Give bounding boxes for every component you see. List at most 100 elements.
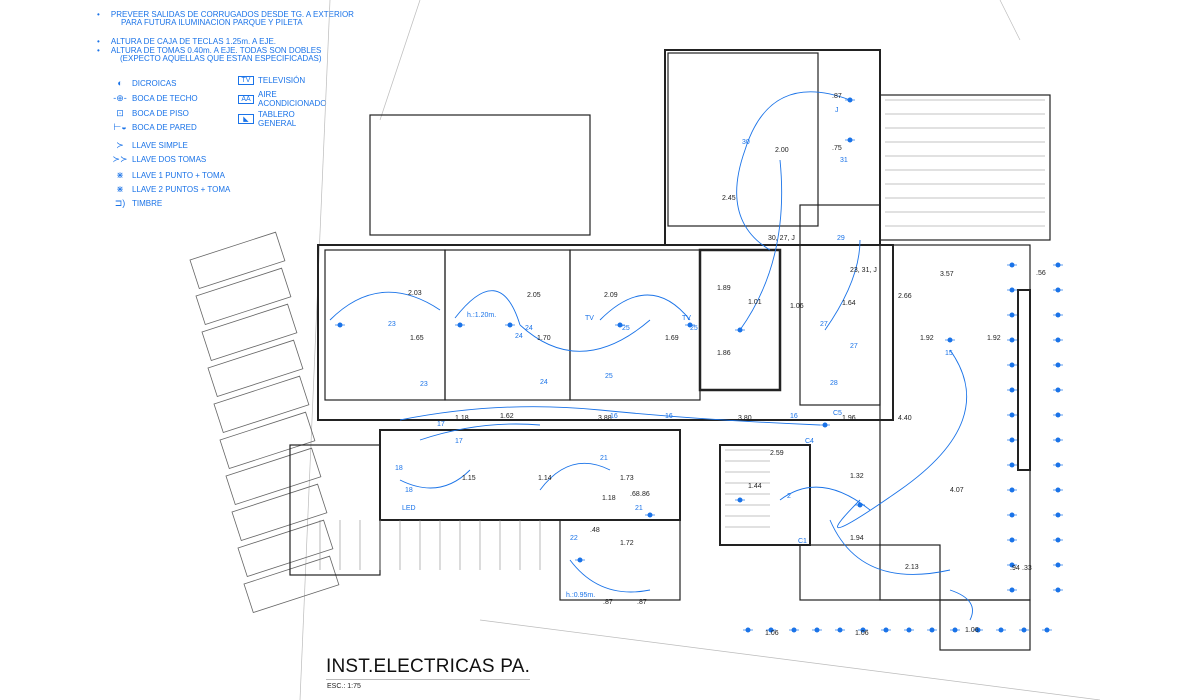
circuit-label: 25 <box>622 325 630 332</box>
dimension-label: 1.06 <box>855 630 869 637</box>
dimension-label: .87 <box>637 599 647 606</box>
dimension-label: 4.40 <box>898 415 912 422</box>
dimension-label: .87 <box>603 599 613 606</box>
circuit-label: 24 <box>540 379 548 386</box>
legend-item: ◣TABLERO GENERAL <box>238 110 328 128</box>
dimension-label: 1.18 <box>455 415 469 422</box>
dimension-label: 1.92 <box>987 335 1001 342</box>
circuit-label: 27 <box>820 321 828 328</box>
legend-label: LLAVE 2 PUNTOS + TOMA <box>132 185 231 194</box>
dimension-label: 1.86 <box>717 350 731 357</box>
legend-label: TELEVISIÓN <box>258 76 306 85</box>
circuit-label: 16 <box>665 413 673 420</box>
dimension-label: 3.80 <box>738 415 752 422</box>
switch-2-points-socket-icon: ⋇ <box>116 184 124 194</box>
dimension-label: 2.45 <box>722 195 736 202</box>
dimension-label: .94 <box>1010 565 1020 572</box>
circuit-label: 16 <box>790 413 798 420</box>
legend-label: BOCA DE PARED <box>132 123 197 132</box>
drawing-scale: ESC.: 1:75 <box>327 683 361 690</box>
circuit-label: 21 <box>600 455 608 462</box>
ceiling-outlets <box>335 97 1063 633</box>
circuit-label: 23 <box>388 321 396 328</box>
parking-bay <box>207 339 304 398</box>
switch-1-point-socket-icon: ⋇ <box>116 170 124 180</box>
dimension-label: 1.06 <box>765 630 779 637</box>
legend-label: AIRE ACONDICIONADO <box>258 90 327 108</box>
legend-item: ≻LLAVE SIMPLE <box>112 140 188 151</box>
dimension-label: 1.18 <box>602 495 616 502</box>
wall-outlet-icon: ⊢◒ <box>113 122 127 132</box>
ceiling-outlet-icon: -⊕- <box>113 93 127 103</box>
legend-item: ⊡ BOCA DE PISO <box>112 108 189 119</box>
dimension-label: 1.32 <box>850 473 864 480</box>
dichroic-icon: ◐ <box>117 78 123 88</box>
dimension-label: 2.05 <box>527 292 541 299</box>
dimension-label: .48 <box>590 527 600 534</box>
parking-bay <box>225 447 322 506</box>
parking-bay <box>231 483 328 542</box>
dimension-label: 1.72 <box>620 540 634 547</box>
circuit-label: 17 <box>437 421 445 428</box>
dimension-label: 1.69 <box>665 335 679 342</box>
legend-item: AA AIRE ACONDICIONADO <box>238 90 328 108</box>
circuit-label: J <box>835 107 839 114</box>
circuit-label: 28 <box>830 380 838 387</box>
legend-item: ⊐)TIMBRE <box>112 198 163 209</box>
dimension-label: .33 <box>1022 565 1032 572</box>
circuit-label: 27 <box>850 343 858 350</box>
air-conditioner-icon: AA <box>238 94 254 104</box>
circuit-label: 2 <box>787 493 791 500</box>
circuit-label: 21 <box>635 505 643 512</box>
dimension-label: 1.06 <box>790 303 804 310</box>
legend-item: ⋇ LLAVE 1 PUNTO + TOMA <box>112 170 225 181</box>
circuit-label: TV <box>585 315 594 322</box>
circuit-label: 18 <box>395 465 403 472</box>
circuit-label: 31 <box>840 157 848 164</box>
dimension-label: 1.15 <box>462 475 476 482</box>
circuit-label: 18 <box>405 487 413 494</box>
legend-label: TABLERO GENERAL <box>258 110 297 128</box>
drawing-title: INST.ELECTRICAS PA. <box>326 656 531 680</box>
circuit-label: C4 <box>805 438 814 445</box>
legend-label: LLAVE DOS TOMAS <box>132 155 207 164</box>
walls <box>289 49 1051 651</box>
note-switch-height: • ALTURA DE CAJA DE TECLAS 1.25m. A EJE. <box>97 37 277 46</box>
legend-label: TIMBRE <box>132 199 163 208</box>
dimension-label: 30, 27, J <box>768 235 795 242</box>
circuit-label: 24 <box>515 333 523 340</box>
dimension-label: 1.96 <box>842 415 856 422</box>
floor-outlet-icon: ⊡ <box>116 108 124 118</box>
parking-bay <box>243 555 340 614</box>
dimension-label: 1.92 <box>920 335 934 342</box>
dimension-label: 1.89 <box>717 285 731 292</box>
circuit-label: TV <box>682 315 691 322</box>
circuit-label: 25 <box>690 325 698 332</box>
site-lines <box>299 0 1101 700</box>
double-socket-icon: ≻≻ <box>112 154 128 164</box>
dimension-label: 2.66 <box>898 293 912 300</box>
parking-bay <box>201 303 298 362</box>
dimension-label: 2.03 <box>408 290 422 297</box>
dimension-label: .87 <box>832 93 842 100</box>
circuit-label: 15 <box>945 350 953 357</box>
dimension-label: 1.01 <box>748 299 762 306</box>
dimension-label: 4.07 <box>950 487 964 494</box>
legend-item: ≻≻ LLAVE DOS TOMAS <box>112 154 206 165</box>
circuit-label: h.:0.95m. <box>566 592 595 599</box>
parking-bay <box>195 267 292 326</box>
dimension-label: 1.70 <box>537 335 551 342</box>
parking-bay <box>219 411 316 470</box>
dimension-label: 23, 31, J <box>850 267 877 274</box>
legend-label: BOCA DE PISO <box>132 109 189 118</box>
circuit-label: h.:1.20m. <box>467 312 496 319</box>
circuit-label: 16 <box>610 413 618 420</box>
dimension-label: 1.65 <box>410 335 424 342</box>
dimension-label: 1.06 <box>965 627 979 634</box>
legend-item: ⋇ LLAVE 2 PUNTOS + TOMA <box>112 184 230 195</box>
circuit-label: C1 <box>798 538 807 545</box>
legend-label: LLAVE 1 PUNTO + TOMA <box>132 171 225 180</box>
dimension-label: 1.64 <box>842 300 856 307</box>
dimension-label: 1.62 <box>500 413 514 420</box>
